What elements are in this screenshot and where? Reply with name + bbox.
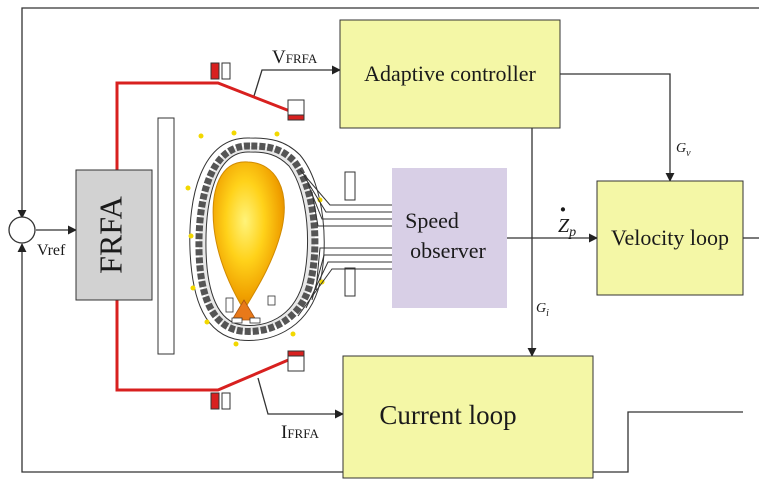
zp-dot: · <box>559 195 568 224</box>
current-loop-label: Current loop <box>379 400 516 430</box>
vref-label: Vref <box>37 242 66 259</box>
frfa-block: FRFA <box>75 169 153 301</box>
speed-observer-block: Speed observer <box>392 168 507 308</box>
i-frfa-label: IFRFA <box>281 422 319 443</box>
velocity-loop-block: Velocity loop <box>596 180 744 296</box>
gi-label: Gi <box>536 301 549 319</box>
central-solenoid <box>157 117 175 355</box>
pf-coils <box>210 62 356 410</box>
adaptive-controller-label: Adaptive controller <box>364 61 536 86</box>
summing-junction <box>8 216 36 244</box>
zp-label: Zp <box>558 215 576 240</box>
frfa-label: FRFA <box>92 196 128 274</box>
gv-label: Gv <box>676 141 691 159</box>
probe-wires <box>297 169 392 317</box>
tokamak-vessel <box>189 137 325 341</box>
speed-observer-label-line2: observer <box>410 238 486 263</box>
speed-observer-label-line1: Speed <box>405 208 459 233</box>
v-frfa-label: VFRFA <box>272 47 318 68</box>
velocity-loop-label: Velocity loop <box>611 225 729 250</box>
feedback-wires <box>17 7 759 473</box>
adaptive-controller-block: Adaptive controller <box>339 19 561 129</box>
frfa-power-lines <box>115 81 301 392</box>
current-loop-block: Current loop <box>342 355 594 479</box>
signal-labels: VFRFA IFRFA Vref Gv Gi · Zp <box>37 47 691 443</box>
